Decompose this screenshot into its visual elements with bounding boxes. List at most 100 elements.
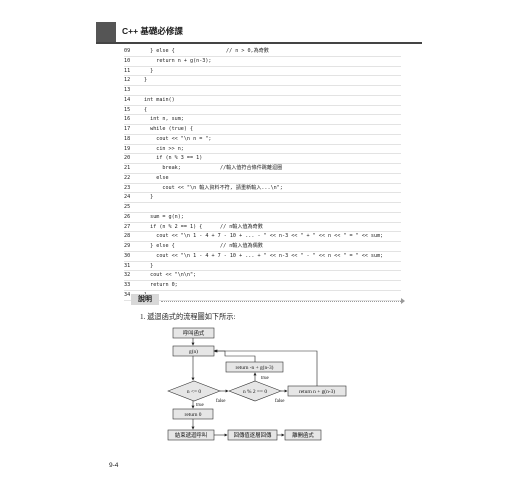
line-number: 25	[124, 204, 131, 210]
code-text: if (n % 2 == 1) {	[144, 223, 203, 230]
code-text: sum = g(n);	[144, 213, 184, 220]
flow-call-label: 呼叫函式	[183, 329, 205, 337]
code-text: } else {	[144, 48, 175, 54]
code-line: 15 {	[124, 106, 401, 116]
code-line: 26 sum = g(n);	[124, 213, 401, 223]
code-text: if (n % 3 == 1)	[144, 155, 203, 162]
code-text: else	[144, 174, 169, 181]
line-number: 11	[124, 67, 131, 74]
line-number: 10	[124, 57, 131, 64]
line-number: 26	[124, 213, 131, 220]
line-number: 18	[124, 135, 131, 142]
code-text: cout << "\n\n";	[144, 272, 197, 279]
code-text: while (true) {	[144, 126, 194, 132]
code-text: cin >> n;	[144, 145, 184, 152]
code-comment: //輸入值符合條件跳離迴圈	[220, 165, 283, 171]
line-number: 34	[124, 291, 131, 298]
code-comment: // n輸入值為奇數	[220, 223, 263, 230]
line-number: 22	[124, 174, 131, 181]
code-line: 13	[124, 86, 401, 96]
line-number: 09	[124, 48, 131, 54]
flow-cond2-label: n % 2 == 0	[243, 389, 267, 395]
line-number: 21	[124, 165, 131, 171]
code-line: 18 cout << "\n n = ";	[124, 135, 401, 145]
code-line: 16 int n, sum;	[124, 115, 401, 125]
line-number: 15	[124, 106, 131, 113]
line-number: 32	[124, 272, 131, 279]
code-line: 32 cout << "\n\n";	[124, 271, 401, 281]
line-number: 16	[124, 116, 131, 123]
line-number: 31	[124, 262, 131, 269]
code-line: 29 } else { // n輸入值為偶數	[124, 242, 401, 252]
code-line: 22 else	[124, 174, 401, 184]
flow-retneg-label: return -n + g(n-3)	[236, 364, 274, 371]
code-line: 27 if (n % 2 == 1) { // n輸入值為奇數	[124, 223, 401, 233]
flow-call-box	[172, 327, 215, 339]
code-line: 11 }	[124, 67, 401, 77]
code-text: cout << "\n 輸入資料不符, 請重新輸入...\n";	[144, 184, 283, 191]
code-line: 25	[124, 203, 401, 213]
page-header: C++ 基礎必修課	[96, 22, 422, 44]
code-line: 21 break; //輸入值符合條件跳離迴圈	[124, 164, 401, 174]
code-text: {	[144, 106, 148, 113]
code-line: 19 cin >> n;	[124, 145, 401, 155]
code-comment: // n輸入值為偶數	[220, 243, 263, 249]
flow-false-label-1: false	[216, 399, 226, 404]
code-line: 33 return 0;	[124, 281, 401, 291]
line-number: 27	[124, 223, 131, 230]
flow-false-label-2: false	[275, 399, 285, 404]
flow-end-label: 結束遞迴呼叫	[175, 431, 207, 439]
code-text: cout << "\n 1 - 4 + 7 - 10 + ... - " << …	[144, 233, 384, 240]
code-text: int n, sum;	[144, 116, 184, 123]
code-line: 17 while (true) {	[124, 125, 401, 135]
code-text: cout << "\n 1 - 4 + 7 - 10 + ... + " << …	[144, 252, 384, 259]
line-number: 29	[124, 243, 131, 249]
line-number: 24	[124, 194, 131, 201]
line-number: 13	[124, 87, 131, 93]
code-text: }	[144, 262, 154, 269]
flow-cond1-label: n <= 0	[187, 389, 201, 395]
code-text: return 0;	[144, 282, 178, 288]
line-number: 19	[124, 145, 131, 152]
code-line: 12}	[124, 76, 401, 86]
line-number: 23	[124, 184, 131, 191]
flow-true-label-2: true	[261, 376, 270, 381]
line-number: 17	[124, 126, 131, 132]
code-line: 20 if (n % 3 == 1)	[124, 154, 401, 164]
flow-gn-label: g(n)	[189, 348, 198, 355]
flow-retneg-box	[225, 361, 284, 373]
flow-leave-label: 離開函式	[292, 431, 314, 439]
code-line: 23 cout << "\n 輸入資料不符, 請重新輸入...\n";	[124, 184, 401, 194]
code-line: 30 cout << "\n 1 - 4 + 7 - 10 + ... + " …	[124, 252, 401, 262]
code-text: }	[144, 194, 154, 201]
code-line: 28 cout << "\n 1 - 4 + 7 - 10 + ... - " …	[124, 232, 401, 242]
code-line: 24 }	[124, 193, 401, 203]
flow-leave-box	[284, 429, 322, 441]
code-listing: 09 } else { // n > 0,為奇數 10 return n + g(n…	[124, 47, 401, 301]
flow-return-layer-label: 回傳值逐層回傳	[234, 431, 272, 439]
line-number: 20	[124, 155, 131, 162]
page-number: 9-4	[109, 462, 119, 469]
code-line: 31 }	[124, 262, 401, 272]
line-number: 28	[124, 233, 131, 240]
section-heading: 說明	[131, 294, 405, 306]
code-line: 10 return n + g(n-3);	[124, 57, 401, 67]
code-comment: // n > 0,為奇數	[226, 48, 269, 54]
code-text: break;	[144, 165, 181, 171]
section-badge: 說明	[131, 294, 159, 305]
code-text: }	[144, 77, 148, 84]
line-number: 30	[124, 252, 131, 259]
line-number: 33	[124, 282, 131, 288]
code-text: return n + g(n-3);	[144, 57, 212, 64]
book-title: C++ 基礎必修課	[122, 26, 183, 36]
code-text: }	[144, 67, 154, 74]
explain-text: 1. 遞迴函式的流程圖如下所示:	[140, 313, 236, 321]
section-rule	[161, 301, 403, 302]
code-text: cout << "\n n = ";	[144, 135, 212, 142]
code-text: } else {	[144, 243, 175, 249]
header-tab-block	[96, 22, 116, 42]
flow-true-label-1: true	[196, 403, 205, 408]
line-number: 12	[124, 77, 131, 84]
